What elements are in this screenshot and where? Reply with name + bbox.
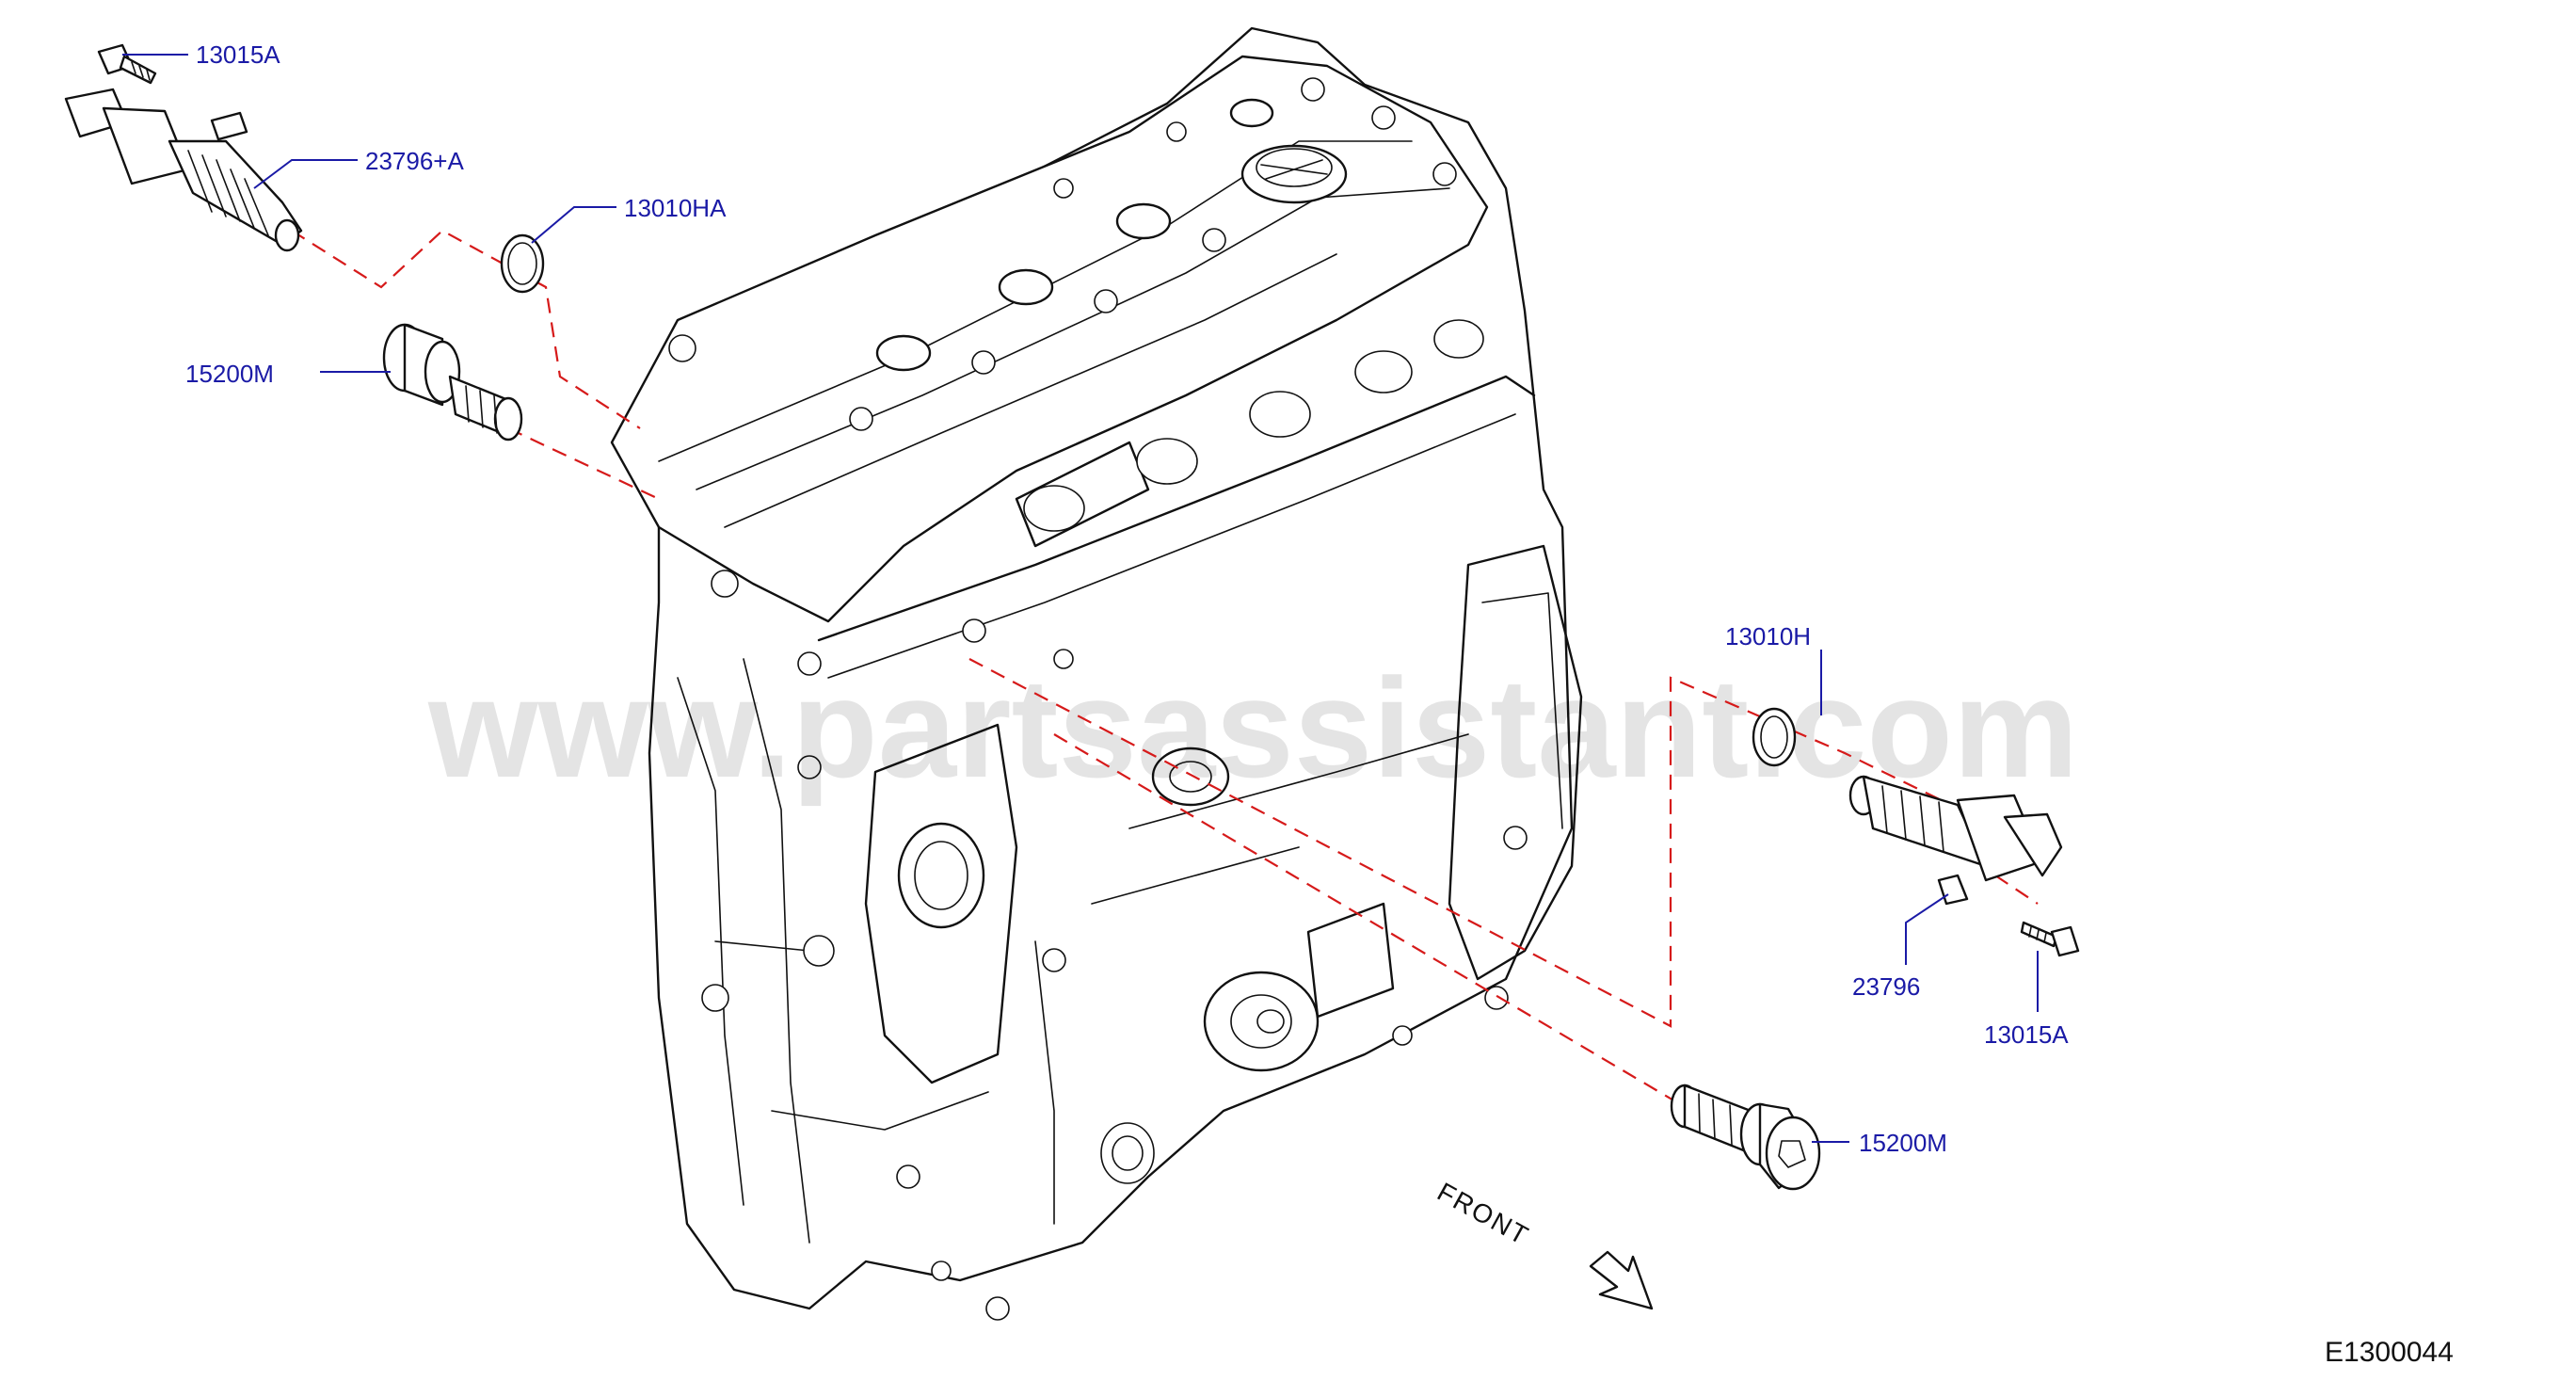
- oil-filler-cap: [1240, 144, 1348, 204]
- timing-cover: [864, 723, 1230, 1084]
- centerline-right-bolt: [1994, 875, 2039, 905]
- filter-top-icon: [382, 323, 523, 442]
- crank-pulley: [1203, 971, 1320, 1072]
- plug-holes: [875, 98, 1274, 372]
- part-labels: 13015A 23796+A 13010HA 15200M 13010H 237…: [185, 40, 2069, 1157]
- watermark: www.partsassistant.com: [427, 649, 2078, 807]
- centerlines: [291, 229, 2039, 1102]
- block-ribs: [677, 658, 1469, 1244]
- label-bolt-right: 13015A: [1984, 1020, 2069, 1049]
- label-solenoid-right: 23796: [1852, 972, 1920, 1001]
- bolt-right-icon: [2020, 921, 2080, 957]
- front-label: FRONT: [1432, 1177, 1534, 1251]
- diagram-reference: E1300044: [2325, 1337, 2454, 1368]
- label-oring-top: 13010HA: [624, 194, 727, 222]
- filter-bottom-icon: [1670, 1084, 1821, 1191]
- bolt-top-icon: [97, 43, 157, 85]
- centerline-bottom-filter: [1053, 733, 1676, 1102]
- centerline-top-solenoid: [291, 229, 641, 429]
- front-arrow-icon: [1589, 1250, 1654, 1310]
- block-bosses: [701, 570, 1528, 1321]
- engine-assembly: [610, 26, 1583, 1321]
- label-oring-right: 13010H: [1725, 622, 1811, 650]
- front-indicator: FRONT: [1432, 1177, 1654, 1310]
- oring-right-icon: [1752, 707, 1797, 767]
- label-filter-bottom: 15200M: [1859, 1129, 1947, 1157]
- oring-top-icon: [500, 233, 545, 294]
- label-filter-top: 15200M: [185, 360, 274, 388]
- intake-ports: [1015, 319, 1484, 548]
- centerline-top-filter: [507, 427, 660, 500]
- label-bolt-top: 13015A: [196, 40, 280, 69]
- label-solenoid-top: 23796+A: [365, 147, 464, 175]
- transmission-flange: [1448, 544, 1583, 981]
- solenoid-top-icon: [64, 88, 303, 252]
- centerline-right-solenoid: [968, 658, 2039, 1028]
- cover-bolts: [668, 77, 1457, 431]
